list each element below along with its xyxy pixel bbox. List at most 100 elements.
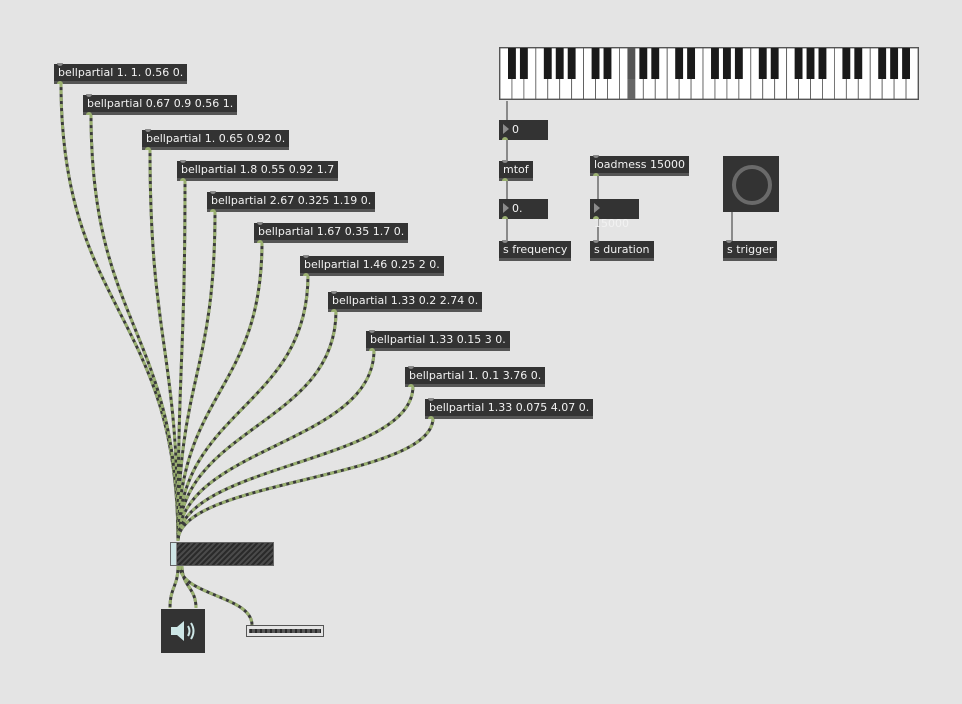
loadmess-object[interactable]: loadmess 15000 <box>590 155 689 176</box>
black-key-highlighted[interactable] <box>627 48 636 79</box>
signal-cord-4[interactable] <box>176 179 187 542</box>
black-key[interactable] <box>591 48 600 79</box>
signal-cord-5[interactable] <box>176 210 217 542</box>
black-key[interactable] <box>722 48 731 79</box>
black-key[interactable] <box>794 48 803 79</box>
inlet[interactable] <box>257 222 263 225</box>
bellpartial-object-9[interactable]: bellpartial 1.33 0.15 3 0. <box>366 330 510 351</box>
black-key[interactable] <box>543 48 552 79</box>
dac-speaker-button[interactable] <box>161 609 205 653</box>
midi-keyboard[interactable] <box>499 47 919 100</box>
bellpartial-object-2[interactable]: bellpartial 0.67 0.9 0.56 1. <box>83 94 238 115</box>
midi-number-box[interactable]: 0 <box>499 120 548 140</box>
bellpartial-object-4[interactable]: bellpartial 1.8 0.55 0.92 1.7 <box>177 160 339 181</box>
inlet[interactable] <box>303 255 309 258</box>
outlet[interactable] <box>180 178 186 181</box>
send-trigger-object[interactable]: s trigger <box>723 240 778 261</box>
black-key[interactable] <box>878 48 887 79</box>
bellpartial-object-1[interactable]: bellpartial 1. 1. 0.56 0. <box>54 63 188 84</box>
inlet[interactable] <box>86 94 92 97</box>
bellpartial-object-5[interactable]: bellpartial 2.67 0.325 1.19 0. <box>207 191 376 212</box>
bellpartial-object-3[interactable]: bellpartial 1. 0.65 0.92 0. <box>142 129 290 150</box>
inlet[interactable] <box>369 330 375 333</box>
bellpartial-object-8[interactable]: bellpartial 1.33 0.2 2.74 0. <box>328 291 483 312</box>
black-key[interactable] <box>555 48 564 79</box>
frequency-number-box[interactable]: 0. <box>499 199 548 219</box>
outlet[interactable] <box>210 209 216 212</box>
signal-cord-3[interactable] <box>148 148 180 542</box>
signal-cord-2[interactable] <box>89 113 180 542</box>
outlet[interactable] <box>369 348 375 351</box>
level-meter <box>246 625 324 637</box>
black-key[interactable] <box>890 48 899 79</box>
outlet[interactable] <box>428 416 434 419</box>
black-key[interactable] <box>651 48 660 79</box>
outlet[interactable] <box>502 216 508 219</box>
outlet[interactable] <box>502 178 508 181</box>
inlet[interactable] <box>502 240 508 243</box>
send-duration-object[interactable]: s duration <box>590 240 654 261</box>
keyboard-keys[interactable] <box>500 48 918 99</box>
signal-cord-6[interactable] <box>176 241 264 542</box>
black-key[interactable] <box>734 48 743 79</box>
outlet[interactable] <box>257 240 263 243</box>
bellpartial-object-10[interactable]: bellpartial 1. 0.1 3.76 0. <box>405 366 546 387</box>
inlet[interactable] <box>57 63 63 66</box>
inlet[interactable] <box>210 191 216 194</box>
black-key[interactable] <box>758 48 767 79</box>
bellpartial-object-11[interactable]: bellpartial 1.33 0.075 4.07 0. <box>425 398 594 419</box>
black-key[interactable] <box>770 48 779 79</box>
inlet[interactable] <box>502 160 508 163</box>
outlet[interactable] <box>145 147 151 150</box>
signal-cord-dac-right[interactable] <box>180 565 198 609</box>
signal-cord-9[interactable] <box>176 349 376 542</box>
black-key[interactable] <box>687 48 696 79</box>
outlet[interactable] <box>86 112 92 115</box>
black-key[interactable] <box>603 48 612 79</box>
bellpartial-object-6[interactable]: bellpartial 1.67 0.35 1.7 0. <box>254 222 409 243</box>
outlet[interactable] <box>593 216 599 219</box>
duration-number-box[interactable]: 15000 <box>590 199 639 230</box>
send-frequency-object[interactable]: s frequency <box>499 240 572 261</box>
black-key[interactable] <box>854 48 863 79</box>
outlet[interactable] <box>57 81 63 84</box>
outlet[interactable] <box>593 173 599 176</box>
inlet[interactable] <box>593 240 599 243</box>
bellpartial-object-7[interactable]: bellpartial 1.46 0.25 2 0. <box>300 255 444 276</box>
signal-cord-dac-left[interactable] <box>168 565 180 609</box>
object-text: bellpartial 1. 0.1 3.76 0. <box>409 369 542 382</box>
inlet[interactable] <box>331 291 337 294</box>
object-text: bellpartial 2.67 0.325 1.19 0. <box>211 194 372 207</box>
inlet[interactable] <box>408 366 414 369</box>
black-key[interactable] <box>567 48 576 79</box>
inlet[interactable] <box>145 129 151 132</box>
inlet[interactable] <box>593 155 599 158</box>
inlet[interactable] <box>428 398 434 401</box>
inlet[interactable] <box>726 240 732 243</box>
black-key[interactable] <box>508 48 516 79</box>
black-key[interactable] <box>675 48 684 79</box>
black-key[interactable] <box>519 48 528 79</box>
number-triangle-icon <box>503 124 509 134</box>
signal-cord-meter[interactable] <box>178 565 254 626</box>
black-key[interactable] <box>842 48 851 79</box>
black-key[interactable] <box>806 48 815 79</box>
object-text: bellpartial 1.33 0.2 2.74 0. <box>332 294 479 307</box>
gain-slider[interactable] <box>170 542 274 566</box>
black-key[interactable] <box>711 48 719 79</box>
black-key[interactable] <box>639 48 648 79</box>
outlet[interactable] <box>408 384 414 387</box>
signal-cord-7-shadow <box>176 274 310 542</box>
inlet[interactable] <box>180 160 186 163</box>
outlet[interactable] <box>502 137 508 140</box>
signal-cord-11[interactable] <box>176 417 435 542</box>
black-key[interactable] <box>902 48 910 79</box>
gain-slider-handle[interactable] <box>171 543 177 565</box>
black-key[interactable] <box>818 48 827 79</box>
bang-button[interactable] <box>723 156 779 212</box>
outlet[interactable] <box>331 309 337 312</box>
outlet[interactable] <box>303 273 309 276</box>
signal-cord-10[interactable] <box>176 385 415 542</box>
mtof-object[interactable]: mtof <box>499 160 533 181</box>
